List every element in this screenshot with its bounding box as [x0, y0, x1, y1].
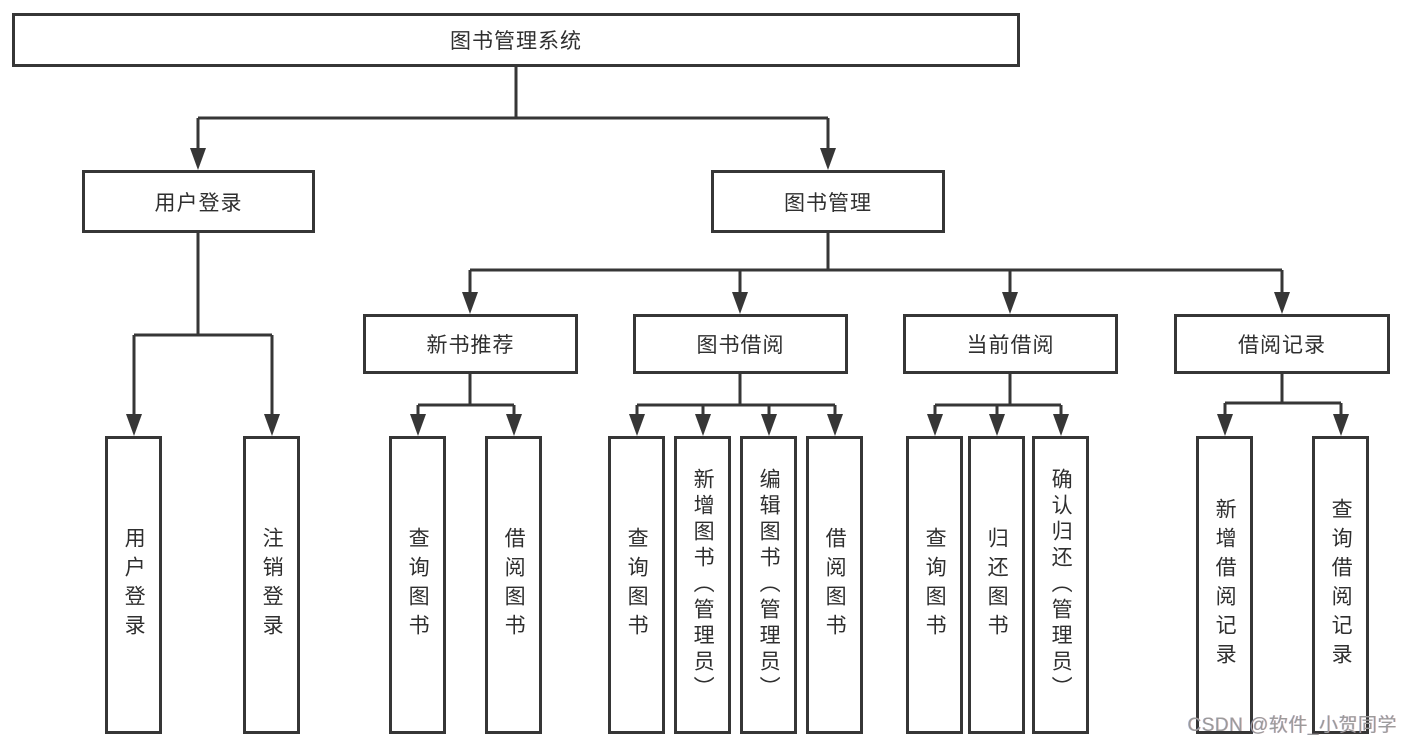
node-user-login-branch: 用户登录: [82, 170, 315, 233]
leaf-return-book-label: 归还图书: [985, 527, 1009, 643]
leaf-add-borrow-record: 新增借阅记录: [1196, 436, 1253, 734]
node-current-borrowing-label: 当前借阅: [966, 334, 1055, 357]
leaf-query-books-current: 查询图书: [906, 436, 963, 734]
node-book-borrowing: 图书借阅: [633, 314, 848, 374]
leaf-edit-book-admin-label: 编辑图书（管理员）: [757, 468, 781, 702]
node-user-login-branch-label: 用户登录: [154, 191, 243, 215]
leaf-query-books-current-label: 查询图书: [923, 527, 947, 643]
node-root-system: 图书管理系统: [12, 13, 1020, 67]
node-new-book-recommend: 新书推荐: [363, 314, 578, 374]
node-root-label: 图书管理系统: [450, 30, 582, 53]
leaf-borrow-books-recommend: 借阅图书: [485, 436, 542, 734]
node-book-management-branch: 图书管理: [711, 170, 945, 233]
node-book-borrowing-label: 图书借阅: [696, 334, 785, 357]
leaf-query-books-borrowing: 查询图书: [608, 436, 665, 734]
leaf-query-books-recommend-label: 查询图书: [406, 527, 430, 643]
node-borrow-records: 借阅记录: [1174, 314, 1390, 374]
leaf-add-borrow-record-label: 新增借阅记录: [1213, 498, 1237, 672]
leaf-user-login-label: 用户登录: [122, 527, 146, 643]
csdn-watermark: CSDN @软件_小贺同学: [1187, 715, 1397, 736]
leaf-query-borrow-record-label: 查询借阅记录: [1329, 498, 1353, 672]
leaf-add-book-admin: 新增图书（管理员）: [674, 436, 731, 734]
leaf-edit-book-admin: 编辑图书（管理员）: [740, 436, 797, 734]
leaf-query-books-recommend: 查询图书: [389, 436, 446, 734]
leaf-logout: 注销登录: [243, 436, 300, 734]
leaf-query-borrow-record: 查询借阅记录: [1312, 436, 1369, 734]
leaf-confirm-return-admin-label: 确认归还（管理员）: [1049, 468, 1073, 702]
leaf-add-book-admin-label: 新增图书（管理员）: [691, 468, 715, 702]
node-current-borrowing: 当前借阅: [903, 314, 1118, 374]
node-book-management-branch-label: 图书管理: [784, 191, 872, 215]
leaf-logout-label: 注销登录: [260, 527, 284, 643]
leaf-confirm-return-admin: 确认归还（管理员）: [1032, 436, 1089, 734]
leaf-borrow-books-label: 借阅图书: [823, 527, 847, 643]
leaf-borrow-books-recommend-label: 借阅图书: [502, 527, 526, 643]
node-new-book-recommend-label: 新书推荐: [426, 334, 515, 357]
leaf-return-book: 归还图书: [968, 436, 1025, 734]
node-borrow-records-label: 借阅记录: [1238, 334, 1326, 357]
leaf-user-login: 用户登录: [105, 436, 162, 734]
leaf-query-books-borrowing-label: 查询图书: [625, 527, 649, 643]
leaf-borrow-books: 借阅图书: [806, 436, 863, 734]
